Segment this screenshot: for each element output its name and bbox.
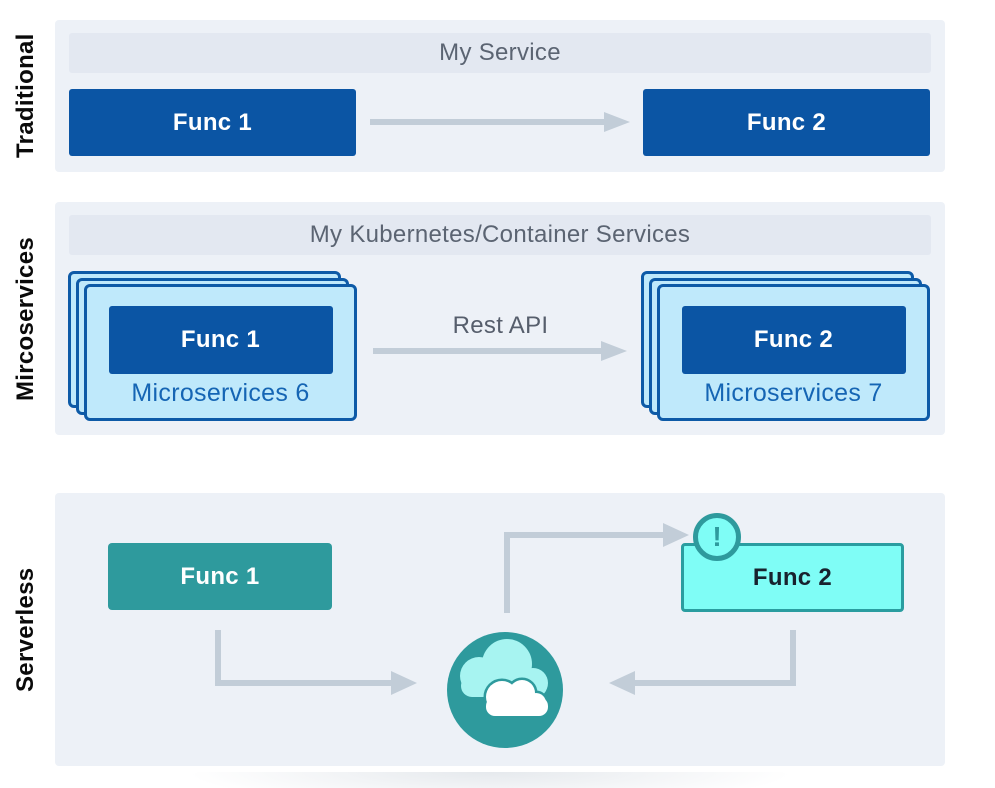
bottom-cropped-shadow [185, 772, 795, 788]
microservices-header-text: My Kubernetes/Container Services [309, 221, 691, 248]
serverless-panel: Func 1 Func 2 ! [55, 493, 945, 766]
stack-card-front: Func 1 Microservices 6 [84, 284, 357, 421]
exclamation-glyph: ! [712, 521, 722, 552]
cloud-to-func2-arrow-icon [504, 523, 689, 613]
exclamation-icon: ! [693, 513, 741, 561]
stack-card-front: Func 2 Microservices 7 [657, 284, 930, 421]
section-label-serverless: Serverless [12, 567, 39, 692]
traditional-header-bar: My Service [69, 33, 931, 73]
microservices-panel: My Kubernetes/Container Services Func 1 … [55, 202, 945, 435]
rest-api-arrow-icon [373, 341, 627, 361]
microservices-func1-label: Func 1 [180, 326, 261, 353]
microservices-func2-box: Func 2 [681, 306, 906, 374]
traditional-func1-label: Func 1 [172, 108, 253, 136]
microservices-stack-1: Func 1 Microservices 6 [68, 271, 360, 423]
section-label-traditional: Traditional [12, 33, 39, 159]
serverless-func2-label: Func 2 [752, 563, 833, 591]
func2-to-cloud-arrow-icon [609, 630, 796, 695]
microservices-func1-box: Func 1 [108, 306, 333, 374]
microservices-stack-2: Func 2 Microservices 7 [641, 271, 933, 423]
serverless-func1-box: Func 1 [108, 543, 332, 610]
serverless-flow-graphic [215, 523, 796, 748]
stack2-caption: Microservices 7 [704, 379, 883, 407]
rest-api-label: Rest API [452, 312, 549, 339]
microservices-func2-label: Func 2 [753, 326, 834, 353]
traditional-panel: My Service Func 1 Func 2 [55, 20, 945, 172]
traditional-func2-label: Func 2 [746, 108, 827, 136]
traditional-func2-box: Func 2 [643, 89, 930, 156]
microservices-header-bar: My Kubernetes/Container Services [69, 215, 931, 255]
traditional-header-text: My Service [439, 39, 561, 66]
section-label-microservices: Mircoservices [12, 236, 39, 401]
serverless-func1-label: Func 1 [180, 562, 260, 590]
traditional-func1-box: Func 1 [69, 89, 356, 156]
stack1-caption: Microservices 6 [131, 379, 310, 407]
cloud-icon [447, 632, 563, 748]
traditional-arrow-icon [370, 112, 630, 132]
func1-to-cloud-arrow-icon [215, 630, 417, 695]
